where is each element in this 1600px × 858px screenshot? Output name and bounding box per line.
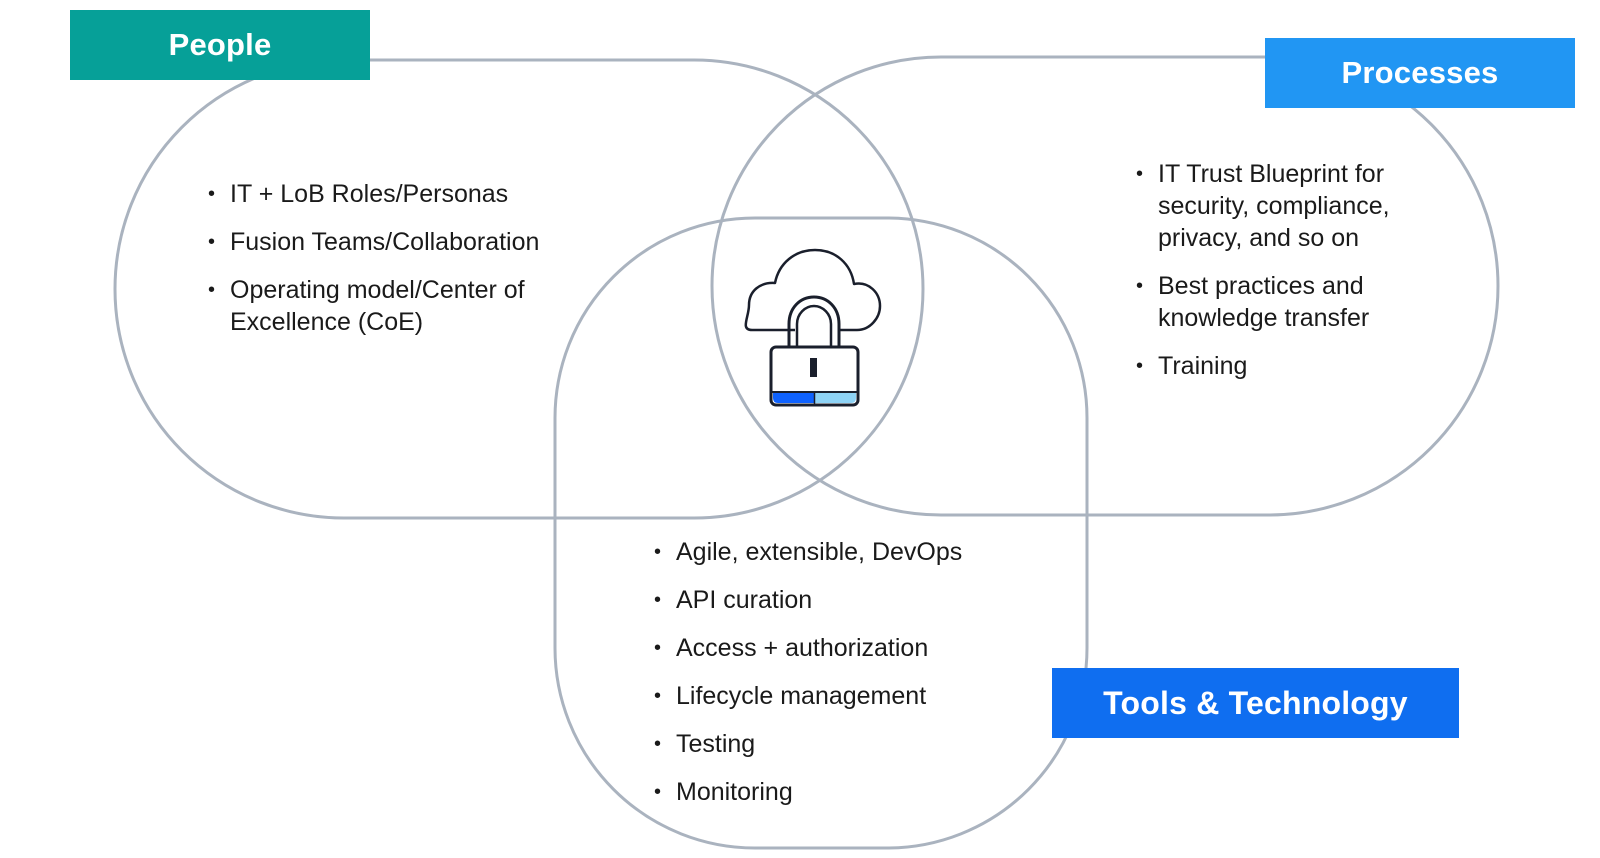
tools-item: API curation: [654, 584, 1034, 616]
processes-tag-label: Processes: [1341, 55, 1499, 90]
tools-item: Monitoring: [654, 776, 1034, 808]
tools-tag: Tools & Technology: [1052, 668, 1459, 738]
people-item: IT + LoB Roles/Personas: [208, 178, 568, 210]
people-tag-label: People: [168, 27, 272, 62]
lock-base-light: [815, 393, 856, 403]
tools-item: Access + authorization: [654, 632, 1034, 664]
people-item: Fusion Teams/Collaboration: [208, 226, 568, 258]
lock-base-dark: [773, 393, 814, 403]
tools-list: Agile, extensible, DevOps API curation A…: [654, 536, 1034, 824]
people-list: IT + LoB Roles/Personas Fusion Teams/Col…: [208, 178, 568, 354]
processes-item: Training: [1136, 350, 1436, 382]
tools-item: Lifecycle management: [654, 680, 1034, 712]
people-region: [113, 58, 925, 520]
tools-item: Agile, extensible, DevOps: [654, 536, 1034, 568]
tools-region: [553, 216, 1089, 850]
tools-item: Testing: [654, 728, 1034, 760]
processes-item: Best practices and knowledge transfer: [1136, 270, 1436, 334]
cloud-lock-icon: [744, 248, 882, 407]
processes-item: IT Trust Blueprint for security, complia…: [1136, 158, 1436, 254]
people-item: Operating model/Center of Excellence (Co…: [208, 274, 568, 338]
processes-list: IT Trust Blueprint for security, complia…: [1136, 158, 1436, 398]
tools-tag-label: Tools & Technology: [1103, 684, 1408, 721]
processes-tag: Processes: [1265, 38, 1575, 108]
processes-region: [710, 55, 1500, 517]
lock-keyhole: [810, 358, 817, 377]
people-tag: People: [70, 10, 370, 80]
